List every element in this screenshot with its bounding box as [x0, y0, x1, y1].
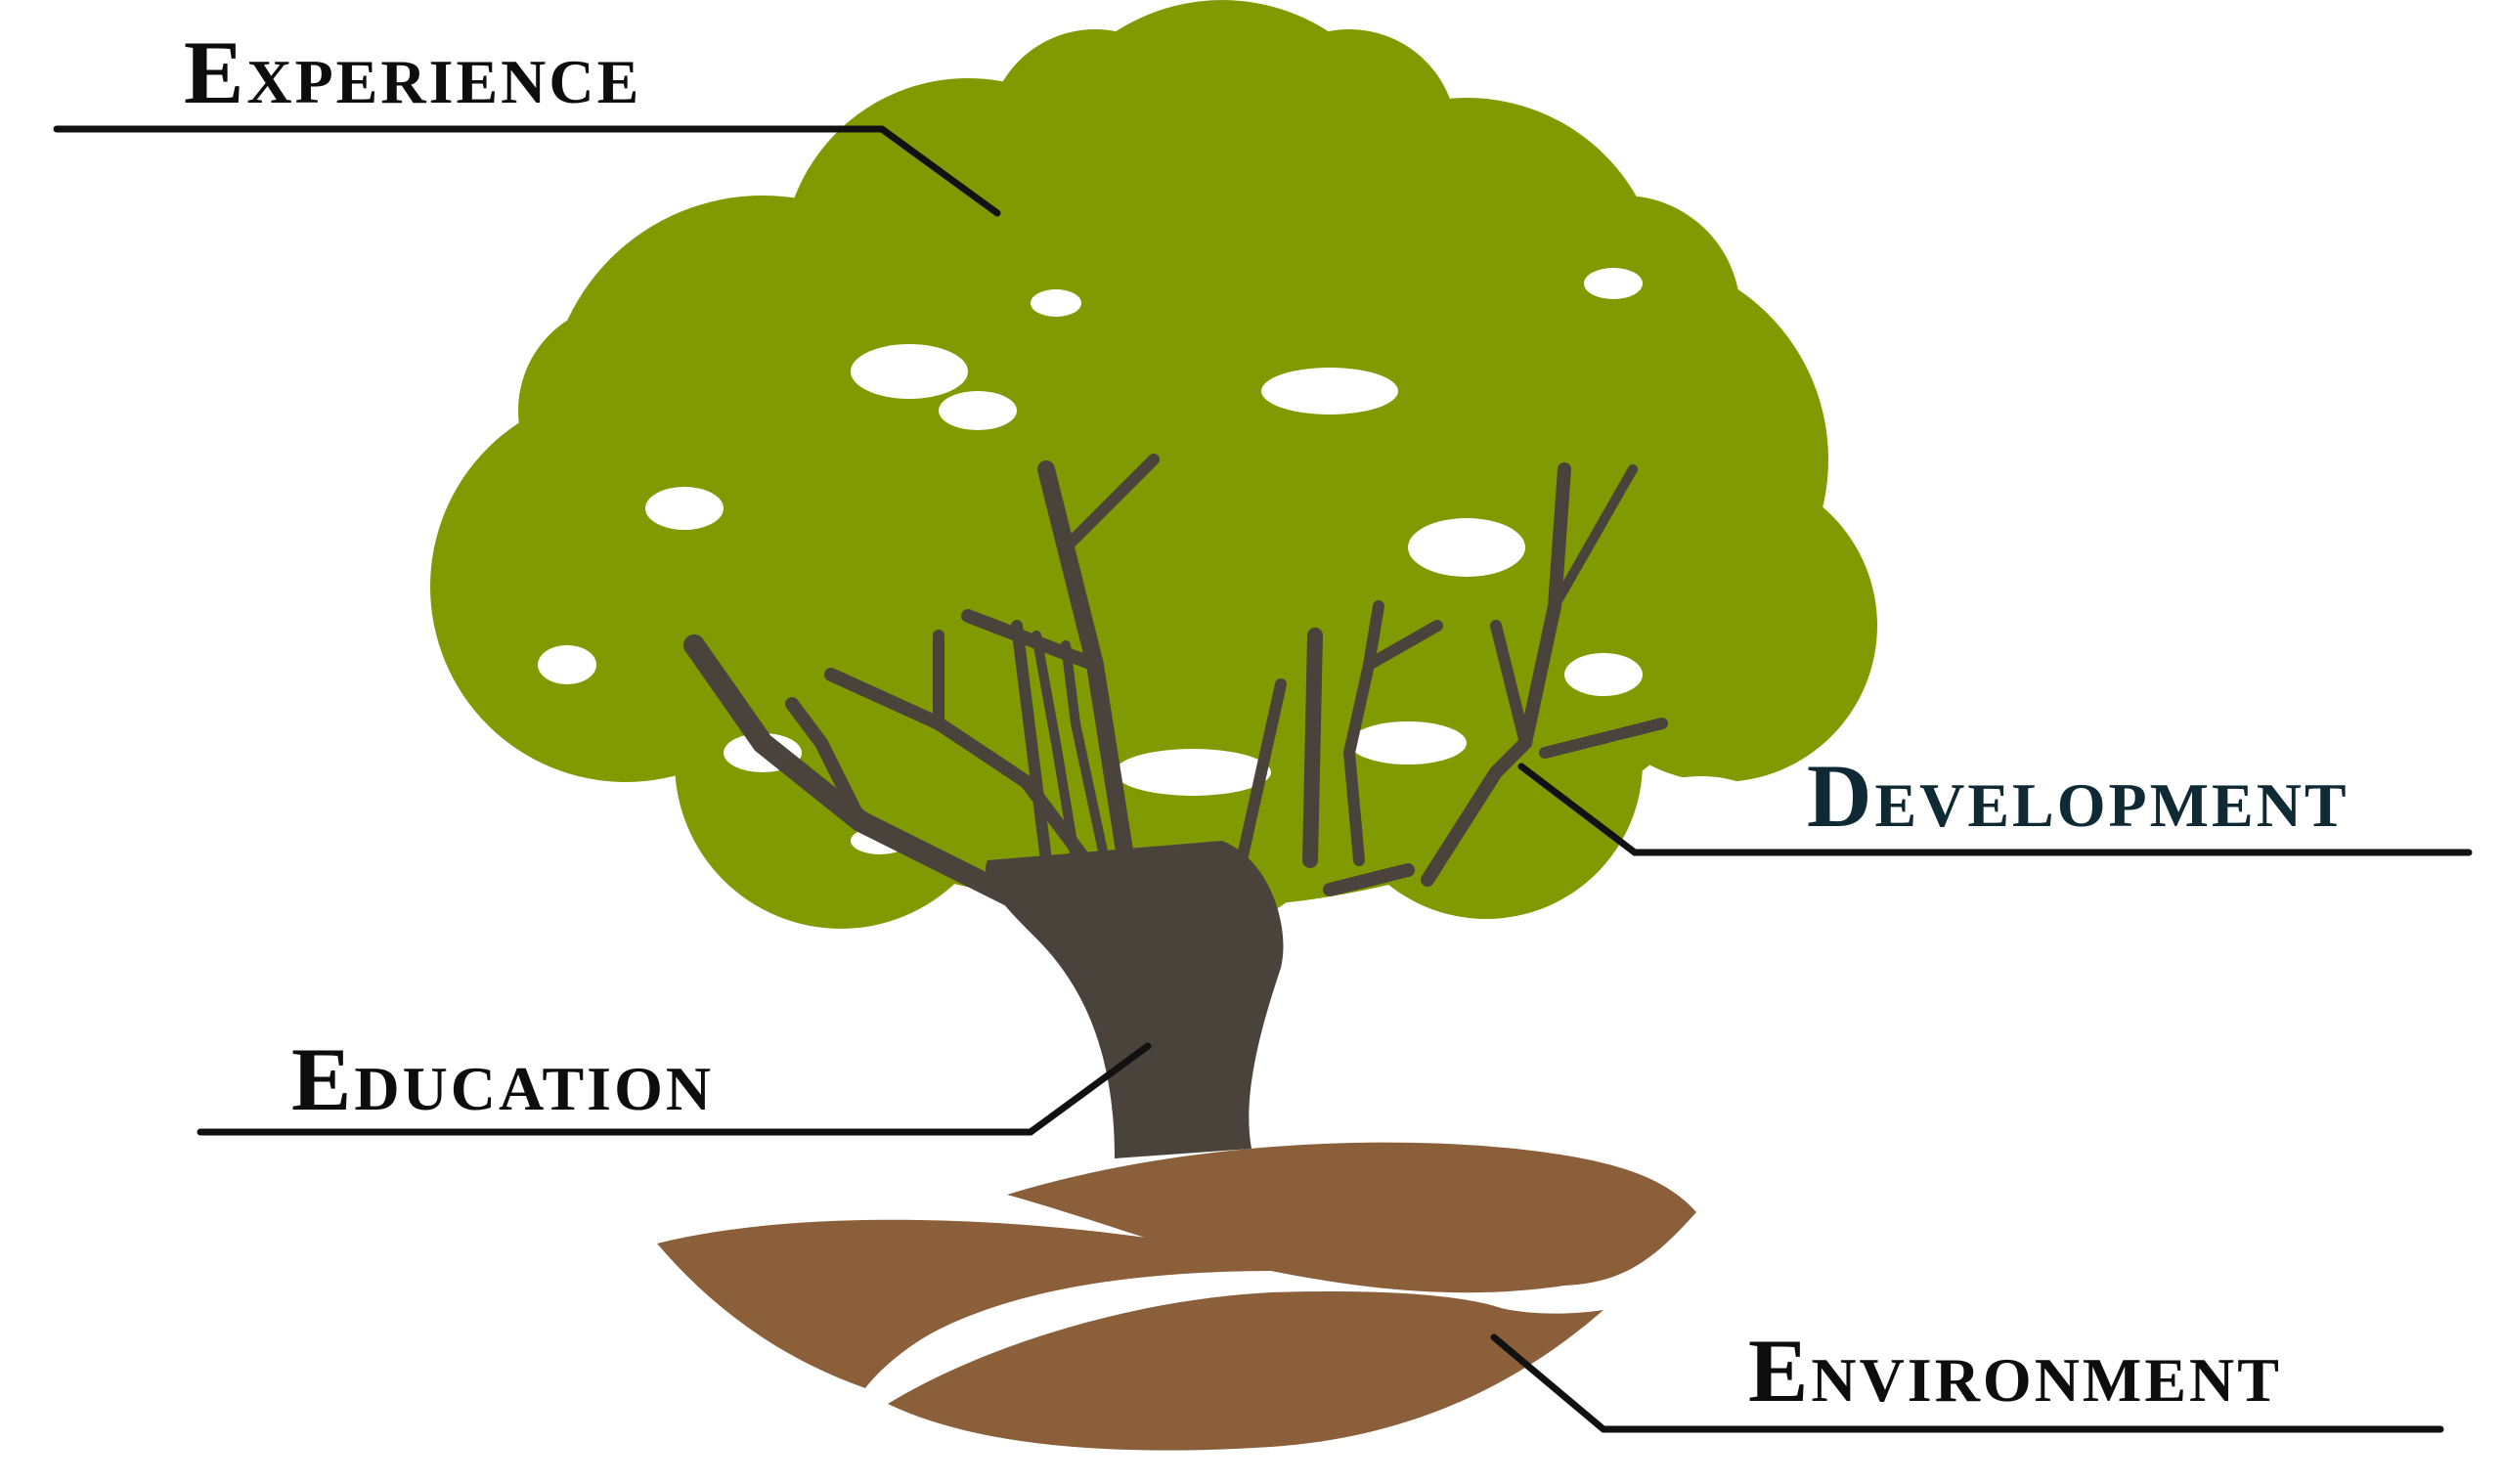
development-label: Development	[1807, 746, 2349, 846]
education-label: Education	[291, 1029, 715, 1129]
tree-branches	[683, 454, 1668, 910]
soil-mound	[657, 1142, 1696, 1451]
development-leader-line	[1517, 763, 2473, 856]
leader-lines	[53, 125, 2473, 1433]
education-leader-line	[197, 1042, 1152, 1136]
tree-trunk	[986, 841, 1284, 1158]
environment-leader-line	[1490, 1333, 2444, 1433]
experience-label: Experience	[184, 22, 642, 122]
environment-label: Environment	[1748, 1321, 2282, 1420]
tree-canopy	[430, 0, 1877, 938]
experience-leader-line	[53, 125, 1001, 217]
